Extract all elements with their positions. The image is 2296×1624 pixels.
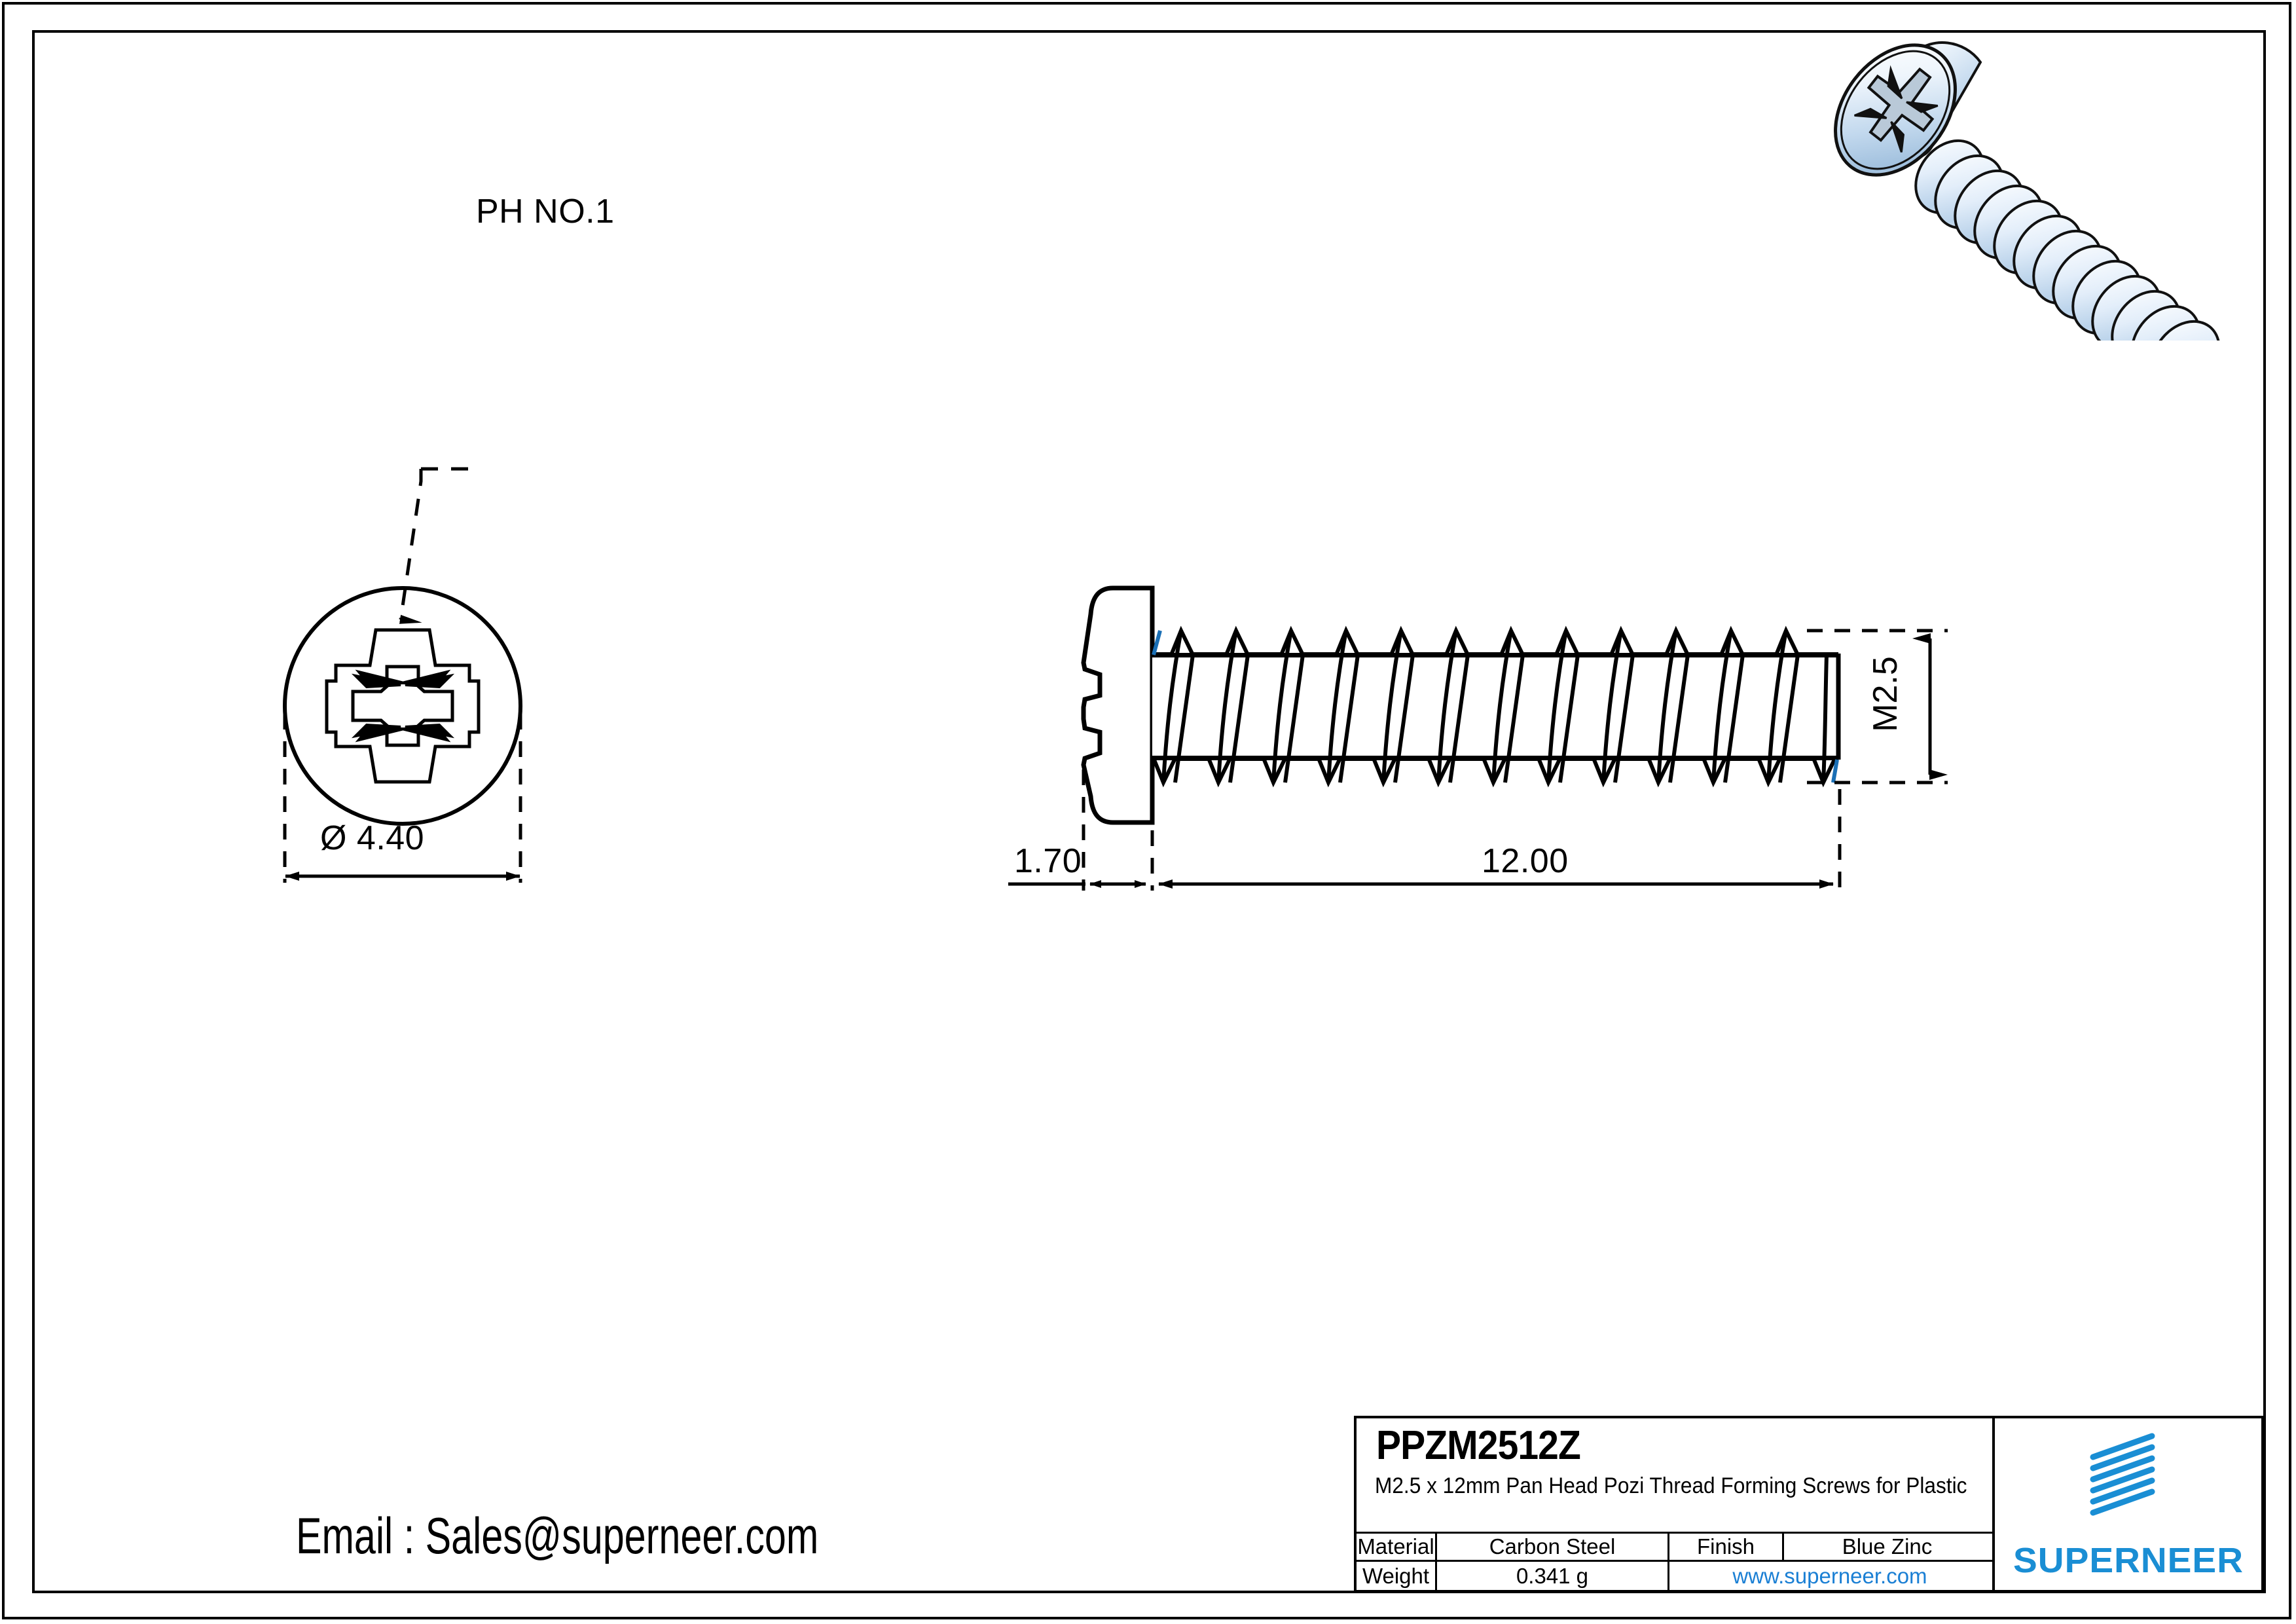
part-number: PPZM2512Z <box>1376 1423 1581 1468</box>
head-height-label: 1.70 <box>1014 842 1082 880</box>
material-label: Material <box>1357 1534 1437 1560</box>
title-block-header: PPZM2512Z M2.5 x 12mm Pan Head Pozi Thre… <box>1357 1418 1992 1534</box>
recess-callout-label: PH NO.1 <box>476 193 615 231</box>
sheet-inner-frame <box>32 30 2266 1593</box>
weight-value: 0.341 g <box>1437 1562 1669 1590</box>
part-description: M2.5 x 12mm Pan Head Pozi Thread Forming… <box>1375 1473 1967 1498</box>
superneer-logo-icon <box>2090 1433 2155 1516</box>
thread-length-label: 12.00 <box>1482 842 1569 880</box>
website-link[interactable]: www.superneer.com <box>1732 1563 1927 1588</box>
isometric-screw-render <box>1834 41 2221 341</box>
contact-email-text: Email : Sales@superneer.com <box>296 1507 819 1564</box>
title-block: PPZM2512Z M2.5 x 12mm Pan Head Pozi Thre… <box>1354 1416 2264 1593</box>
title-block-spec-table: Material Carbon Steel Finish Blue Zinc W… <box>1357 1534 1992 1590</box>
finish-value: Blue Zinc <box>1842 1534 1933 1559</box>
table-row: Weight 0.341 g www.superneer.com <box>1357 1562 1992 1590</box>
thread-size-label: M2.5 <box>1867 656 1904 732</box>
brand-name: SUPERNEER <box>2013 1541 2244 1580</box>
material-value: Carbon Steel <box>1437 1534 1669 1560</box>
title-block-main: PPZM2512Z M2.5 x 12mm Pan Head Pozi Thre… <box>1357 1418 1995 1590</box>
head-diameter-label: Ø 4.40 <box>320 819 425 857</box>
brand-panel: SUPERNEER <box>1995 1418 2261 1590</box>
weight-label: Weight <box>1357 1562 1437 1590</box>
table-row: Material Carbon Steel Finish Blue Zinc <box>1357 1534 1992 1562</box>
finish-label: Finish <box>1669 1534 1784 1560</box>
